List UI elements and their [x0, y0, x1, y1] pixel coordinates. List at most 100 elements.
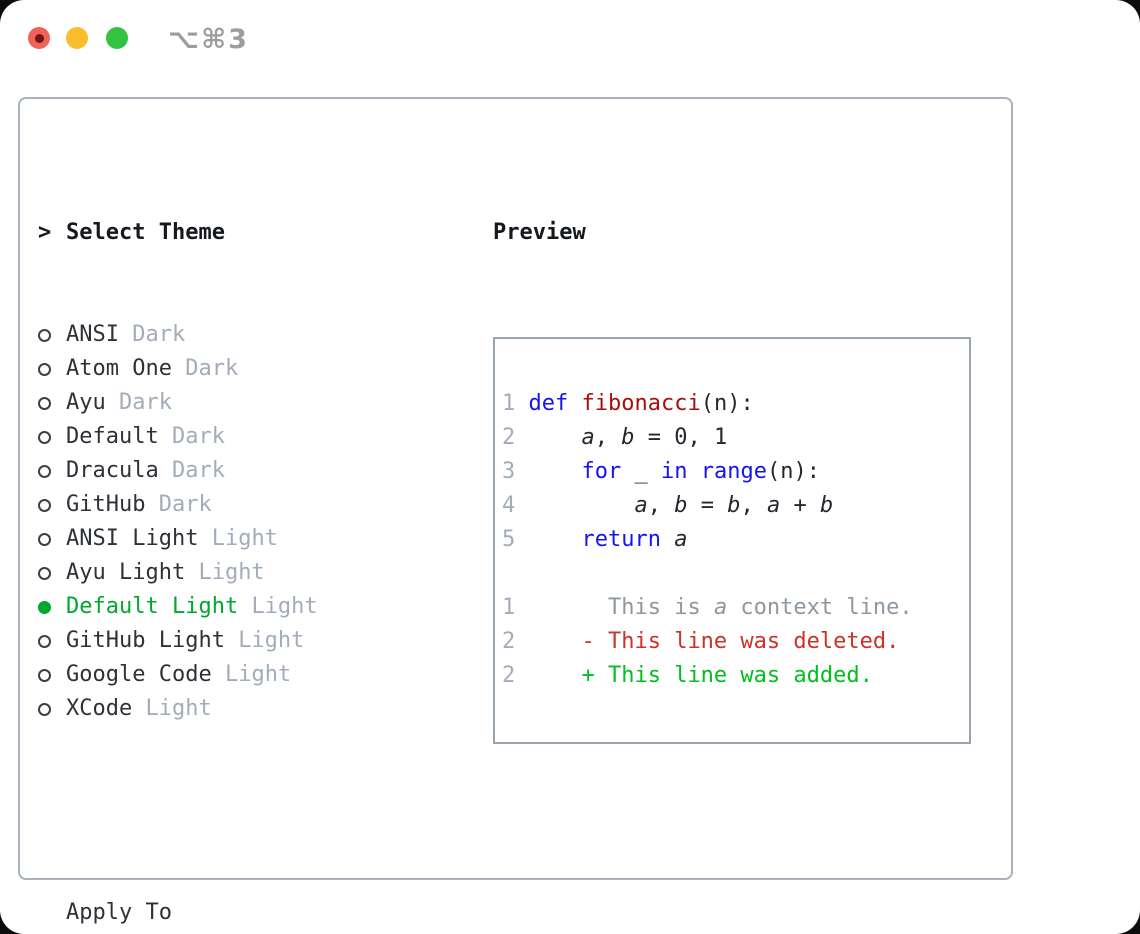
token-plain: _: [621, 459, 661, 484]
token-plain: + This line was added.: [528, 663, 873, 688]
option-label: ANSI: [66, 322, 133, 347]
code-line: 2 a, b = 0, 1: [502, 421, 969, 455]
theme-option-ansi[interactable]: ANSI Dark: [38, 318, 478, 352]
token-kw: in: [660, 459, 688, 484]
theme-option-dracula[interactable]: Dracula Dark: [38, 454, 478, 488]
option-variant-label: Dark: [171, 458, 225, 483]
radio-unselected-icon: [38, 498, 51, 512]
token-plain: = 0, 1: [634, 425, 728, 450]
line-number: 5: [502, 527, 529, 552]
theme-option-default[interactable]: Default Dark: [38, 420, 478, 454]
blank-line: [502, 557, 969, 591]
option-variant-label: Light: [238, 628, 305, 653]
token-plain: (n):: [700, 391, 754, 416]
token-plain: +: [780, 493, 820, 518]
token-var: a: [766, 493, 781, 518]
radio-unselected-icon: [38, 532, 51, 546]
option-variant-label: Dark: [171, 424, 225, 449]
token-plain: This is: [528, 595, 714, 620]
radio-cell: [38, 396, 66, 410]
radio-unselected-icon: [38, 464, 51, 478]
option-label: ANSI Light: [66, 526, 212, 551]
theme-option-atom-one[interactable]: Atom One Dark: [38, 352, 478, 386]
token-plain: [568, 391, 581, 416]
token-var: a: [713, 595, 728, 620]
radio-cell: [38, 430, 66, 444]
option-label: GitHub Light: [66, 628, 239, 653]
radio-cell: [38, 328, 66, 342]
token-plain: [529, 527, 582, 552]
apply-to-header: Apply To: [38, 896, 478, 930]
token-plain: - This line was deleted.: [528, 629, 900, 654]
token-var: a: [634, 493, 648, 518]
option-variant-label: Dark: [132, 322, 186, 347]
preview-column: Preview 1 def fibonacci(n):2 a, b = 0, 1…: [493, 148, 993, 812]
code-line: 3 for _ in range(n):: [502, 455, 969, 489]
option-label: Ayu Light: [66, 560, 199, 585]
diff-line-added: 2 + This line was added.: [502, 659, 969, 693]
theme-option-ayu[interactable]: Ayu Dark: [38, 386, 478, 420]
line-number: 4: [502, 493, 529, 518]
theme-option-default-light[interactable]: Default Light Light: [38, 590, 478, 624]
line-number: 2: [502, 425, 529, 450]
option-label: Default: [66, 424, 172, 449]
line-number: 1: [502, 391, 529, 416]
radio-cell: [38, 464, 66, 478]
theme-option-xcode[interactable]: XCode Light: [38, 692, 478, 726]
option-variant-label: Dark: [185, 356, 239, 381]
option-label: XCode: [66, 696, 146, 721]
token-kw: return: [581, 527, 661, 552]
line-number: 2: [502, 629, 529, 654]
theme-option-ansi-light[interactable]: ANSI Light Light: [38, 522, 478, 556]
theme-option-ayu-light[interactable]: Ayu Light Light: [38, 556, 478, 590]
preview-title: Preview: [493, 220, 586, 245]
apply-to-title: Apply To: [66, 900, 172, 925]
close-button[interactable]: [28, 27, 50, 49]
token-kw: def: [528, 391, 569, 416]
radio-unselected-icon: [38, 668, 51, 682]
token-var: b: [621, 425, 635, 450]
close-dot-icon: [34, 33, 44, 43]
line-number: [502, 561, 515, 586]
select-theme-header: >Select Theme: [38, 216, 478, 250]
theme-option-github[interactable]: GitHub Dark: [38, 488, 478, 522]
zoom-button[interactable]: [106, 27, 128, 49]
radio-cell: [38, 634, 66, 648]
token-fn: fibonacci: [581, 391, 701, 416]
token-var: b: [727, 493, 741, 518]
token-var: b: [819, 493, 834, 518]
theme-option-google-code[interactable]: Google Code Light: [38, 658, 478, 692]
theme-option-github-light[interactable]: GitHub Light Light: [38, 624, 478, 658]
line-number: 3: [502, 459, 529, 484]
token-plain: ,: [594, 425, 622, 450]
option-label: GitHub: [66, 492, 159, 517]
radio-cell: [38, 600, 66, 614]
radio-unselected-icon: [38, 362, 51, 376]
line-number: 1: [502, 595, 529, 620]
radio-unselected-icon: [38, 328, 51, 342]
radio-selected-icon: [38, 600, 51, 614]
option-variant-label: Dark: [158, 492, 212, 517]
code-line: 1 def fibonacci(n):: [502, 387, 969, 421]
token-plain: context line.: [727, 595, 913, 620]
token-plain: [687, 459, 700, 484]
line-number: 2: [502, 663, 529, 688]
option-variant-label: Light: [145, 696, 212, 721]
token-plain: ,: [740, 493, 767, 518]
radio-cell: [38, 668, 66, 682]
diff-line-context: 1 This is a context line.: [502, 591, 969, 625]
radio-cell: [38, 498, 66, 512]
option-variant-label: Light: [211, 526, 278, 551]
radio-cell: [38, 566, 66, 580]
option-label: Google Code: [66, 662, 225, 687]
spacer: [38, 794, 478, 828]
minimize-button[interactable]: [66, 27, 88, 49]
select-theme-title: Select Theme: [66, 220, 225, 245]
token-var: b: [674, 493, 688, 518]
option-variant-label: Dark: [118, 390, 172, 415]
token-plain: (n):: [766, 459, 820, 484]
